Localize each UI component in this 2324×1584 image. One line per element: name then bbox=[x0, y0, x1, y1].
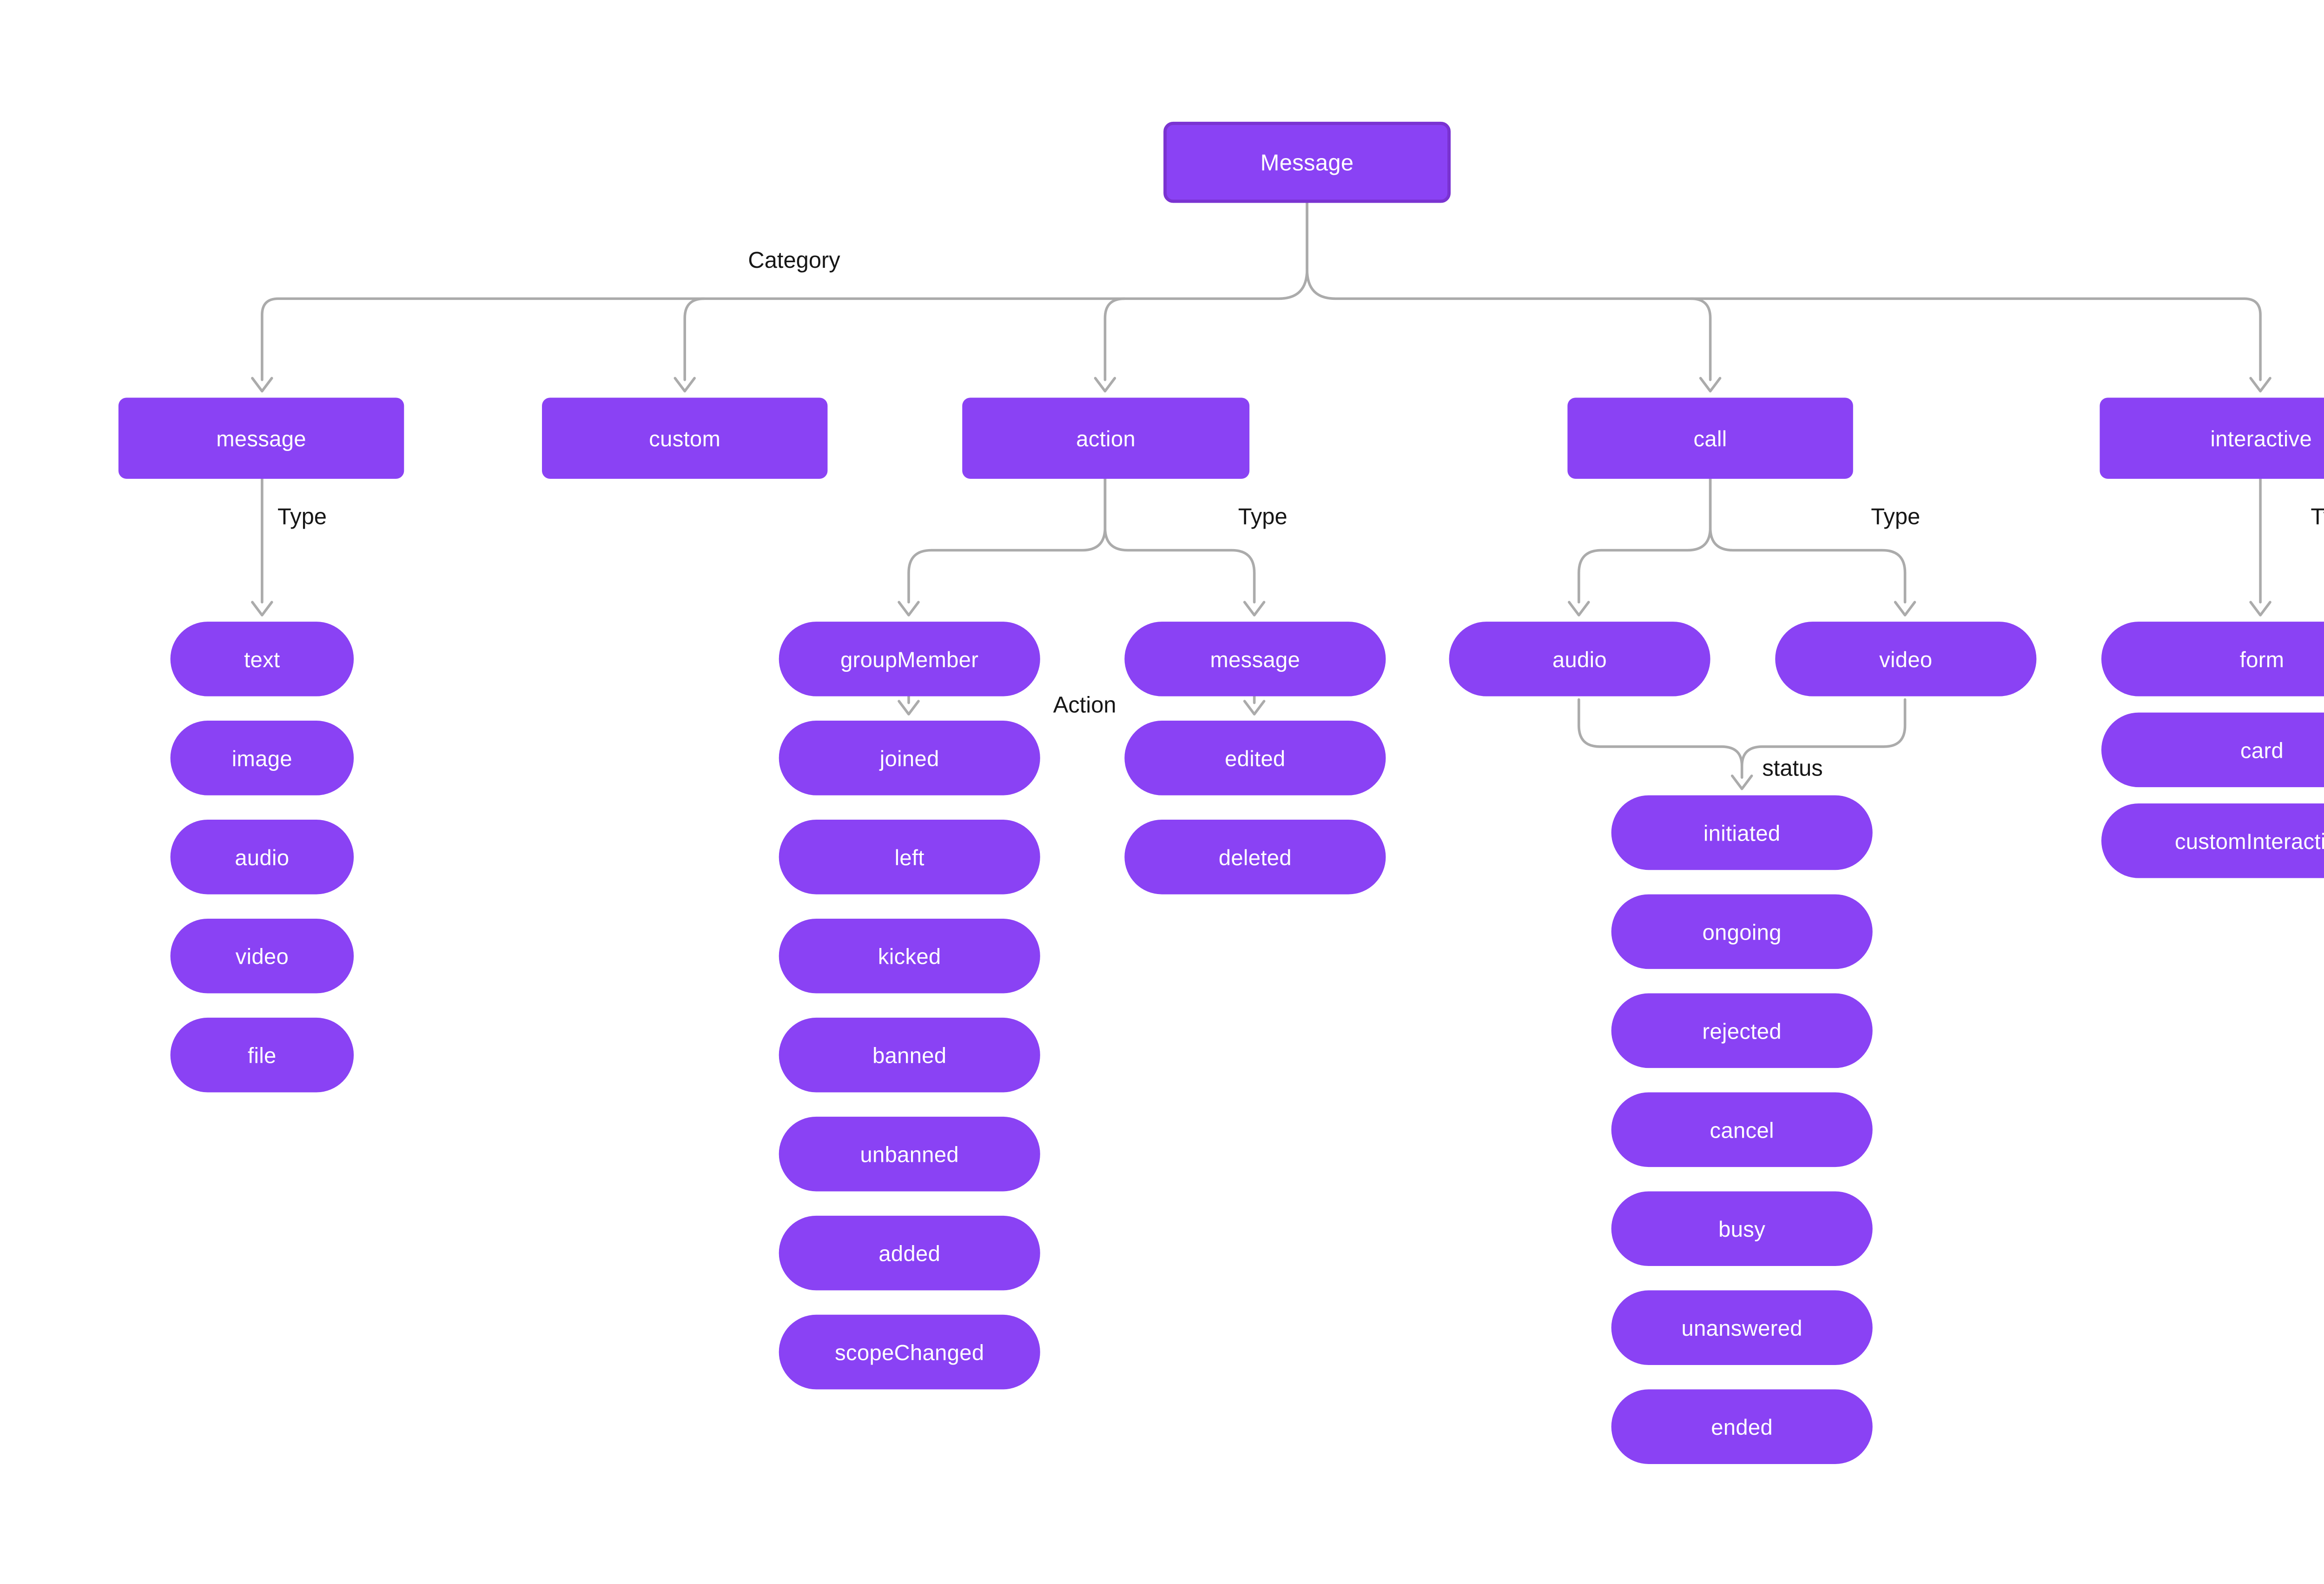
edge-label-call-status: status bbox=[1762, 755, 1823, 781]
node-action-message: message bbox=[1124, 622, 1386, 696]
node-call-status-cancel: cancel bbox=[1611, 1092, 1873, 1167]
edge-interactive-to-types bbox=[2249, 477, 2271, 616]
edge-label-call-type: Type bbox=[1871, 503, 1921, 530]
node-message-type-audio: audio bbox=[170, 820, 354, 895]
edge-root-to-categories bbox=[251, 201, 2271, 393]
node-interactive-card: card bbox=[2101, 712, 2324, 788]
node-root-message: Message bbox=[1163, 121, 1451, 203]
node-call-status-ongoing: ongoing bbox=[1611, 894, 1873, 969]
node-message-type-text: text bbox=[170, 622, 354, 696]
node-message-type-file: file bbox=[170, 1017, 354, 1093]
edge-message-to-types bbox=[251, 477, 273, 616]
node-action-groupmember: groupMember bbox=[779, 622, 1040, 696]
node-action-kicked: kicked bbox=[779, 918, 1040, 994]
node-interactive-form: form bbox=[2101, 622, 2324, 696]
node-call-status-unanswered: unanswered bbox=[1611, 1290, 1873, 1365]
edge-label-action-type: Type bbox=[1238, 503, 1287, 530]
edge-label-message-type: Type bbox=[277, 503, 327, 530]
node-interactive-custominteractive: customInteractive bbox=[2101, 803, 2324, 878]
node-category-interactive: interactive bbox=[2100, 398, 2324, 479]
node-action-banned: banned bbox=[779, 1017, 1040, 1093]
node-action-unbanned: unbanned bbox=[779, 1116, 1040, 1192]
node-message-type-video: video bbox=[170, 918, 354, 994]
node-action-left: left bbox=[779, 820, 1040, 895]
node-action-added: added bbox=[779, 1215, 1040, 1291]
edge-label-action-action: Action bbox=[1053, 691, 1116, 718]
edge-label-interactive-type: Type bbox=[2311, 503, 2324, 530]
node-call-status-busy: busy bbox=[1611, 1191, 1873, 1266]
node-category-call: call bbox=[1567, 398, 1853, 479]
node-action-scopechanged: scopeChanged bbox=[779, 1314, 1040, 1390]
node-category-custom: custom bbox=[542, 398, 828, 479]
node-call-status-initiated: initiated bbox=[1611, 795, 1873, 870]
node-call-status-ended: ended bbox=[1611, 1389, 1873, 1464]
node-action-edited: edited bbox=[1124, 721, 1386, 795]
node-call-status-rejected: rejected bbox=[1611, 993, 1873, 1068]
node-message-type-image: image bbox=[170, 721, 354, 795]
node-category-action: action bbox=[962, 398, 1250, 479]
edge-label-category: Category bbox=[748, 246, 840, 273]
node-action-deleted: deleted bbox=[1124, 820, 1386, 895]
node-call-audio: audio bbox=[1449, 622, 1710, 696]
node-category-message: message bbox=[118, 398, 404, 479]
node-call-video: video bbox=[1775, 622, 2037, 696]
node-action-joined: joined bbox=[779, 721, 1040, 795]
